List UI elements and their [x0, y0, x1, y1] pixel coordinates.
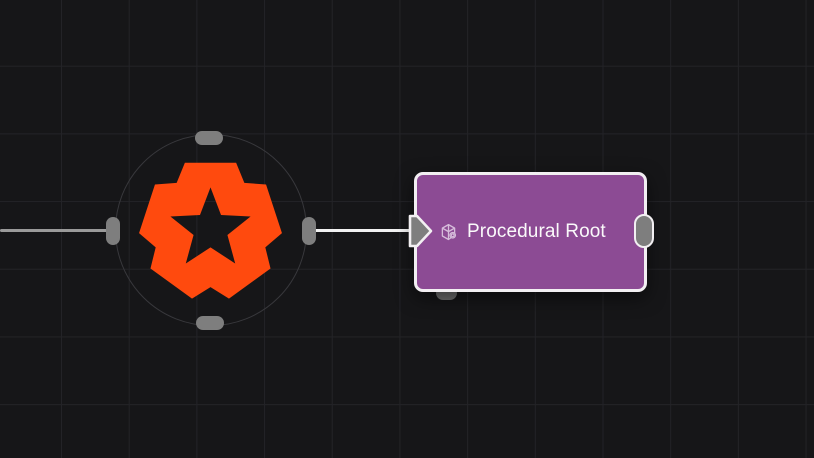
star-node-port-top[interactable]	[195, 131, 223, 145]
node-title: Procedural Root	[467, 221, 606, 242]
star-node-port-right[interactable]	[302, 217, 316, 245]
root-node-output-port[interactable]	[634, 214, 654, 248]
wire-star-to-root[interactable]	[310, 229, 416, 232]
chamfered-star-icon	[139, 162, 282, 299]
root-node-input-port[interactable]	[405, 212, 434, 250]
wire-into-star-node[interactable]	[0, 229, 108, 232]
procedural-root-node[interactable]: Procedural Root	[414, 172, 647, 292]
star-node-port-bottom[interactable]	[196, 316, 224, 330]
star-node-port-left[interactable]	[106, 217, 120, 245]
cube-icon	[441, 223, 457, 240]
